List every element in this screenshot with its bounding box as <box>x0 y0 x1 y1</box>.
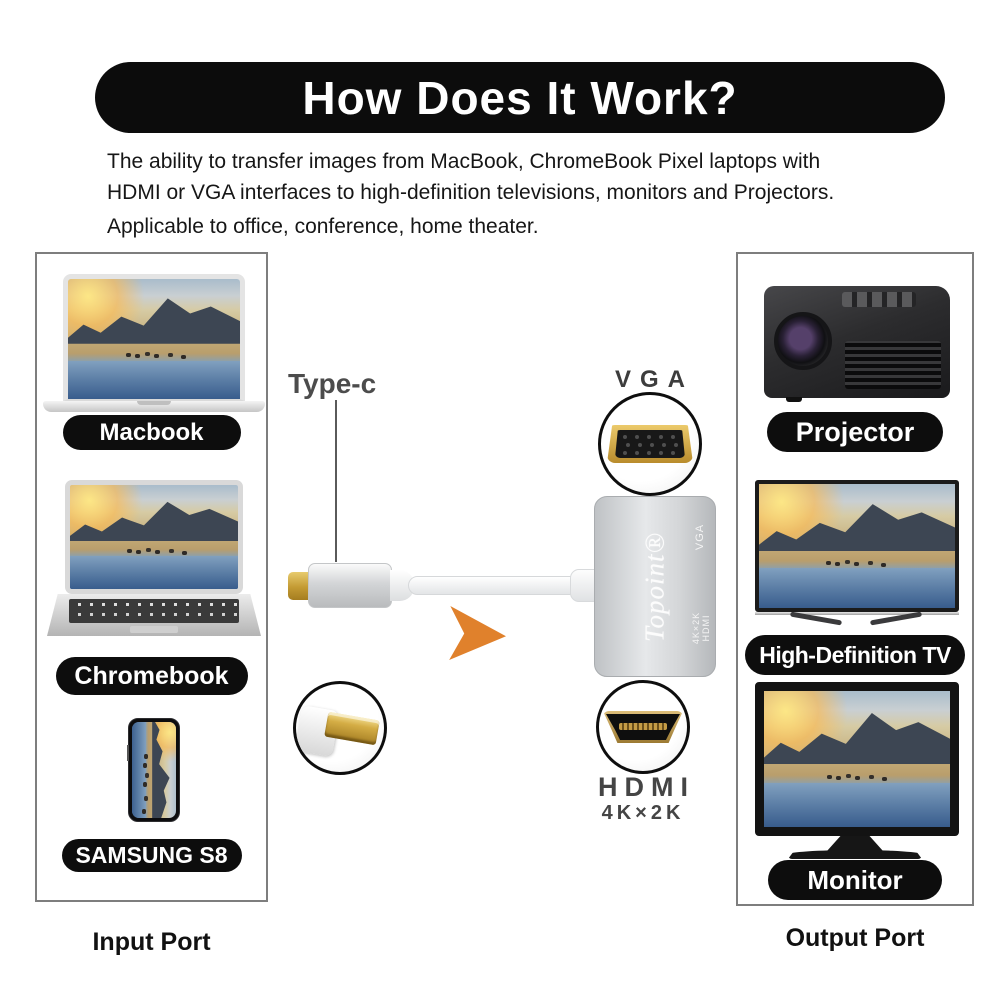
adapter-vga-port-label: VGA <box>693 523 706 551</box>
horses <box>825 560 831 565</box>
tv-label: High-Definition TV <box>745 635 965 675</box>
lake <box>70 555 238 589</box>
landscape-photo <box>759 484 955 608</box>
adapter-body: Topoint® VGA 4K×2K HDMI <box>594 496 716 677</box>
projector-foot <box>786 397 802 402</box>
output-port-caption: Output Port <box>785 924 925 952</box>
horses <box>144 754 149 760</box>
hdmi-resolution-label: 4K×2K <box>601 802 685 824</box>
landscape-photo <box>132 722 176 818</box>
chromebook-label: Chromebook <box>55 657 248 695</box>
vga-label: VGA <box>614 366 694 393</box>
vga-connector <box>607 425 693 463</box>
page-title: How Does It Work? <box>302 71 738 124</box>
projector-buttons <box>842 292 916 307</box>
landscape-photo <box>68 279 240 399</box>
chromebook-screen <box>65 480 243 594</box>
monitor-label: Monitor <box>768 860 942 900</box>
macbook-notch <box>137 401 171 405</box>
lake <box>764 783 950 827</box>
hdmi-label: HDMI <box>598 772 695 802</box>
description-line: Applicable to office, conference, home t… <box>107 215 539 238</box>
projector-vents <box>845 341 941 389</box>
macbook-screen <box>63 274 245 401</box>
projector-label: Projector <box>767 412 943 452</box>
landscape-photo <box>70 485 238 589</box>
tv-image <box>755 480 959 612</box>
macbook-base <box>43 401 265 412</box>
input-port-caption: Input Port <box>92 928 211 956</box>
input-devices-panel: Macbook Chromebook SAMSUNG S8 <box>35 252 268 902</box>
landscape-photo <box>764 691 950 827</box>
lake <box>132 722 146 818</box>
samsung-s8-image <box>127 718 180 822</box>
cable <box>408 576 580 595</box>
type-c-pointer-line <box>335 400 337 562</box>
samsung-s8-label: SAMSUNG S8 <box>61 839 242 872</box>
brand-logo: Topoint® <box>639 531 670 642</box>
touchpad <box>130 626 178 633</box>
horses <box>127 549 133 554</box>
type-c-label: Type-c <box>288 368 377 399</box>
lake <box>759 568 955 608</box>
description: The ability to transfer images from MacB… <box>107 146 957 242</box>
monitor-stand-base <box>788 850 922 859</box>
horses <box>827 775 833 780</box>
vga-pin-grid <box>623 435 627 439</box>
projector-lens <box>774 312 832 370</box>
chromebook-keyboard <box>47 594 261 636</box>
adapter-hdmi-port-label: 4K×2K HDMI <box>691 612 711 644</box>
macbook-label: Macbook <box>62 415 241 450</box>
direction-arrow-icon <box>449 606 506 660</box>
phone-screen <box>132 722 176 818</box>
vga-connector-face <box>615 430 685 458</box>
description-line: The ability to transfer images from MacB… <box>107 150 821 173</box>
tv-bottom-strip <box>755 612 959 615</box>
phone-button <box>127 745 129 761</box>
adapter-4k2k-text: 4K×2K <box>690 611 701 645</box>
hdmi-connector-face <box>606 714 680 740</box>
monitor-image <box>755 682 959 836</box>
adapter-hdmi-text: HDMI <box>700 614 711 642</box>
banner: How Does It Work? <box>95 62 945 133</box>
keyboard-keys <box>69 599 239 623</box>
horses <box>126 353 132 358</box>
usb-c-tip-closeup-image <box>293 681 387 775</box>
monitor-stand-neck <box>827 836 883 851</box>
vga-port-image <box>598 392 702 496</box>
lake <box>68 360 240 399</box>
projector-image <box>764 286 950 402</box>
output-devices-panel: Projector High-Definition TV Monitor <box>736 252 974 906</box>
usb-c-connector-body <box>308 563 392 608</box>
hdmi-port-image <box>596 680 690 774</box>
description-line: HDMI or VGA interfaces to high-definitio… <box>107 181 835 204</box>
hdmi-connector <box>603 711 683 743</box>
hdmi-pin-strip <box>619 723 667 730</box>
